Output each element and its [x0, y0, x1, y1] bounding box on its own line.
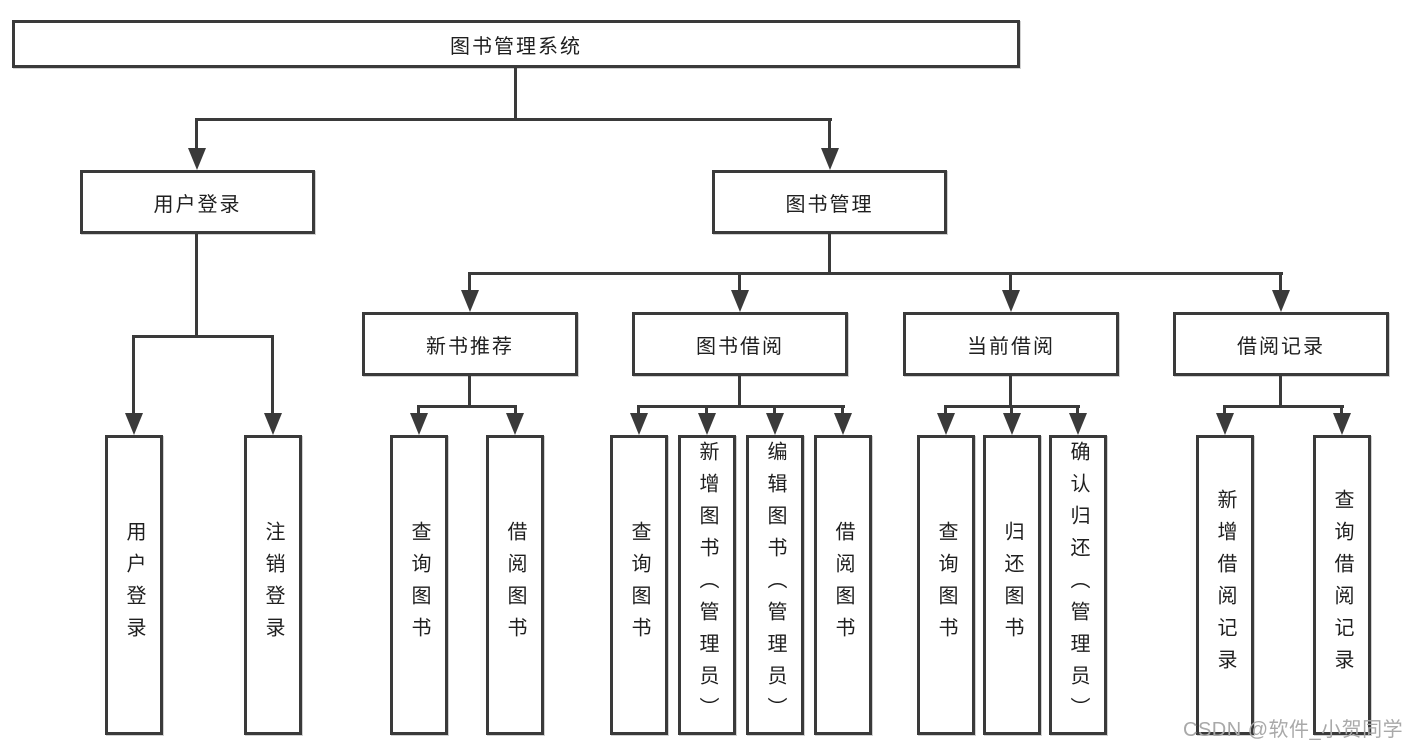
connector-line: [841, 405, 844, 413]
connector-line: [828, 118, 831, 148]
arrow-down-icon: [834, 413, 852, 435]
leaf-query-books-recommend: 查询图书: [390, 435, 448, 735]
connector-line: [1279, 376, 1282, 405]
arrow-down-icon: [188, 148, 206, 170]
leaf-confirm-return-admin: 确认归还（管理员）: [1049, 435, 1107, 735]
leaf-add-borrow-record: 新增借阅记录: [1196, 435, 1254, 735]
connector-line: [1076, 405, 1079, 413]
node-library-system: 图书管理系统: [12, 20, 1020, 68]
arrow-down-icon: [766, 413, 784, 435]
leaf-user-login: 用户登录: [105, 435, 163, 735]
leaf-edit-book-admin: 编辑图书（管理员）: [746, 435, 804, 735]
arrow-down-icon: [1069, 413, 1087, 435]
leaf-add-book-admin: 新增图书（管理员）: [678, 435, 736, 735]
connector-line: [271, 335, 274, 413]
connector-line: [1340, 405, 1343, 413]
arrow-down-icon: [410, 413, 428, 435]
connector-line: [195, 118, 198, 148]
leaf-logout-login: 注销登录: [244, 435, 302, 735]
connector-line: [132, 335, 274, 338]
connector-line: [738, 272, 741, 290]
connector-line: [195, 118, 832, 121]
connector-line: [1223, 405, 1226, 413]
leaf-query-borrow-record: 查询借阅记录: [1313, 435, 1371, 735]
connector-line: [828, 234, 831, 272]
arrow-down-icon: [1216, 413, 1234, 435]
node-book-management: 图书管理: [712, 170, 947, 234]
connector-line: [195, 234, 198, 335]
connector-line: [944, 405, 947, 413]
connector-line: [1279, 272, 1282, 290]
arrow-down-icon: [731, 290, 749, 312]
connector-line: [1010, 405, 1013, 413]
node-user-login: 用户登录: [80, 170, 315, 234]
arrow-down-icon: [506, 413, 524, 435]
node-book-borrowing: 图书借阅: [632, 312, 848, 376]
leaf-return-books: 归还图书: [983, 435, 1041, 735]
arrow-down-icon: [264, 413, 282, 435]
arrow-down-icon: [461, 290, 479, 312]
connector-line: [514, 68, 517, 118]
connector-line: [514, 405, 517, 413]
leaf-borrow-books-borrowing: 借阅图书: [814, 435, 872, 735]
node-borrowing-records: 借阅记录: [1173, 312, 1389, 376]
node-current-borrowing: 当前借阅: [903, 312, 1119, 376]
connector-line: [637, 405, 845, 408]
connector-line: [773, 405, 776, 413]
connector-line: [705, 405, 708, 413]
connector-line: [1009, 272, 1012, 290]
arrow-down-icon: [1333, 413, 1351, 435]
leaf-borrow-books-recommend: 借阅图书: [486, 435, 544, 735]
connector-line: [738, 376, 741, 405]
connector-line: [468, 272, 1283, 275]
connector-line: [1009, 376, 1012, 405]
connector-line: [637, 405, 640, 413]
leaf-query-books-borrowing: 查询图书: [610, 435, 668, 735]
connector-line: [1223, 405, 1344, 408]
connector-line: [417, 405, 517, 408]
connector-line: [468, 272, 471, 290]
node-new-book-recommendation: 新书推荐: [362, 312, 578, 376]
arrow-down-icon: [1272, 290, 1290, 312]
arrow-down-icon: [1003, 413, 1021, 435]
arrow-down-icon: [630, 413, 648, 435]
arrow-down-icon: [125, 413, 143, 435]
arrow-down-icon: [698, 413, 716, 435]
connector-line: [468, 376, 471, 405]
connector-line: [132, 335, 135, 413]
arrow-down-icon: [821, 148, 839, 170]
connector-line: [417, 405, 420, 413]
arrow-down-icon: [1002, 290, 1020, 312]
leaf-query-books-current: 查询图书: [917, 435, 975, 735]
arrow-down-icon: [937, 413, 955, 435]
csdn-watermark: CSDN @软件_小贺同学: [1183, 719, 1404, 741]
